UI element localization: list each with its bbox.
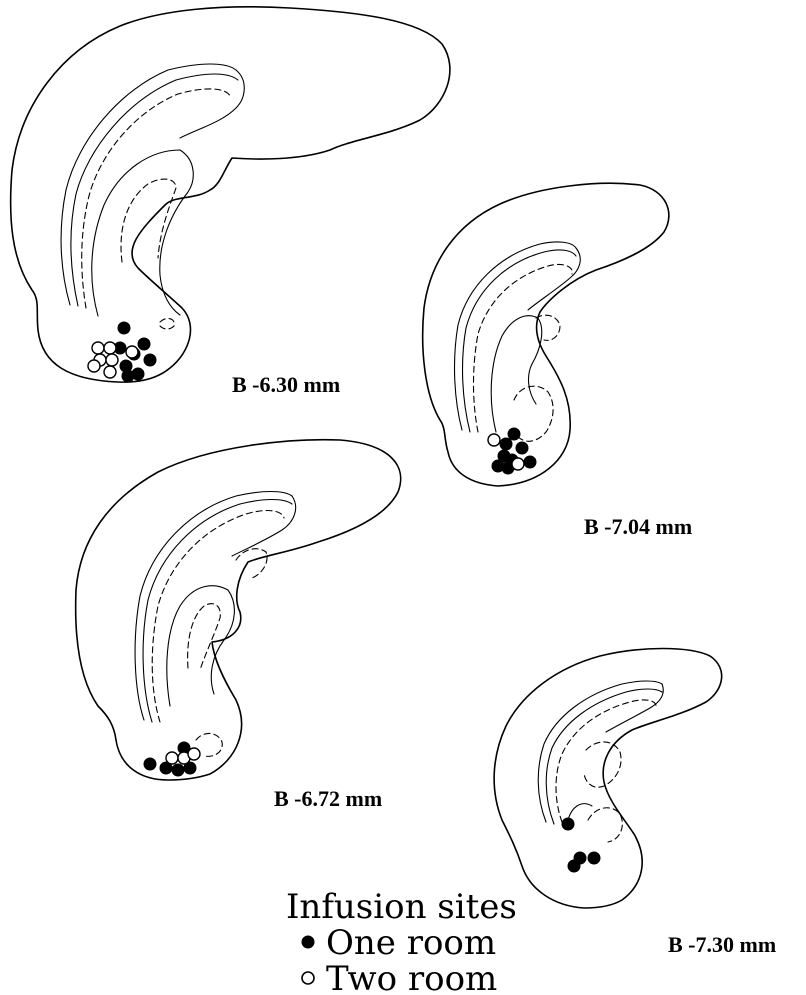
legend: Infusion sites One room Two room [286,887,517,995]
infusion-site-two-room [104,342,116,354]
section-b730-inner-curve [568,804,592,820]
infusion-site-one-room [500,438,512,450]
section-b730: B -7.30 mm [494,649,776,958]
section-b630-small-dash [160,319,174,329]
section-b630-ca-tip [180,70,244,138]
section-b730-dash-region-2 [588,808,622,842]
section-b672-ca-line-inner [143,500,292,723]
section-b630-ca-dash [82,89,230,308]
section-b730-ca-tip [606,684,663,732]
section-b630-outline [11,7,450,382]
infusion-site-two-room [188,748,200,760]
infusion-site-two-room [126,346,138,358]
infusion-site-one-room [138,338,150,350]
infusion-site-one-room [568,860,580,872]
infusion-site-two-room [106,354,118,366]
section-b704-dg-outline [491,316,542,432]
section-b630-dg-outline [92,150,194,316]
infusion-site-two-room [88,360,100,372]
infusion-site-one-room [516,442,528,454]
section-b672-ca-dash [152,511,284,722]
infusion-site-one-room [122,370,134,382]
section-b730-ca-dash [556,700,656,822]
section-b704-ca-tip [528,248,580,310]
section-b730-infusion-sites [562,818,600,872]
section-b730-outline [494,649,722,909]
infusion-site-one-room [524,456,536,468]
infusion-site-two-room [104,366,116,378]
section-b730-dash-region [584,742,621,787]
section-b704-label: B -7.04 mm [584,514,692,539]
section-b630-ca-line-outer [61,64,236,305]
section-b630-infusion-sites [88,322,156,382]
infusion-site-two-room [166,752,178,764]
legend-item-two-room: Two room [326,959,497,995]
section-b630: B -6.30 mm [11,7,450,397]
section-b630-dg-dash [121,179,176,262]
section-b630-ca-line-inner [71,74,238,306]
infusion-site-two-room [92,342,104,354]
section-b704-ca-dash [474,264,573,432]
section-b672-label: B -6.72 mm [274,786,382,811]
legend-open-circle-icon [302,972,314,984]
section-b672-dash-region [236,549,267,578]
section-b704-infusion-sites [488,428,536,474]
infusion-site-two-room [512,458,524,470]
legend-item-one-room: One room [326,923,496,963]
infusion-site-one-room [562,818,574,830]
section-b630-label: B -6.30 mm [232,372,340,397]
infusion-site-one-room [508,428,520,440]
infusion-site-one-room [144,354,156,366]
section-b704-dash-region-2 [536,315,560,340]
section-b730-ca-line-inner [546,689,662,824]
section-b730-label: B -7.30 mm [668,932,776,957]
section-b704-ca-line-inner [463,250,576,432]
section-b672-outline [76,440,401,780]
section-b672-infusion-sites [144,742,200,776]
section-b672-dg-outline [167,586,235,706]
infusion-site-one-room [118,322,130,334]
section-b704-ca-line-outer [455,242,576,430]
infusion-site-two-room [488,434,500,446]
section-b704-outline [423,183,669,486]
section-b704: B -7.04 mm [423,183,692,539]
section-b672-dg-dash [188,604,221,670]
legend-filled-circle-icon [302,936,314,948]
infusion-site-one-room [172,764,184,776]
infusion-site-one-room [588,852,600,864]
section-b672-ca-line-outer [135,492,292,721]
section-b672-ca-tip [232,496,296,556]
legend-title: Infusion sites [286,887,517,927]
infusion-site-one-room [144,758,156,770]
section-b672: B -6.72 mm [76,440,401,811]
